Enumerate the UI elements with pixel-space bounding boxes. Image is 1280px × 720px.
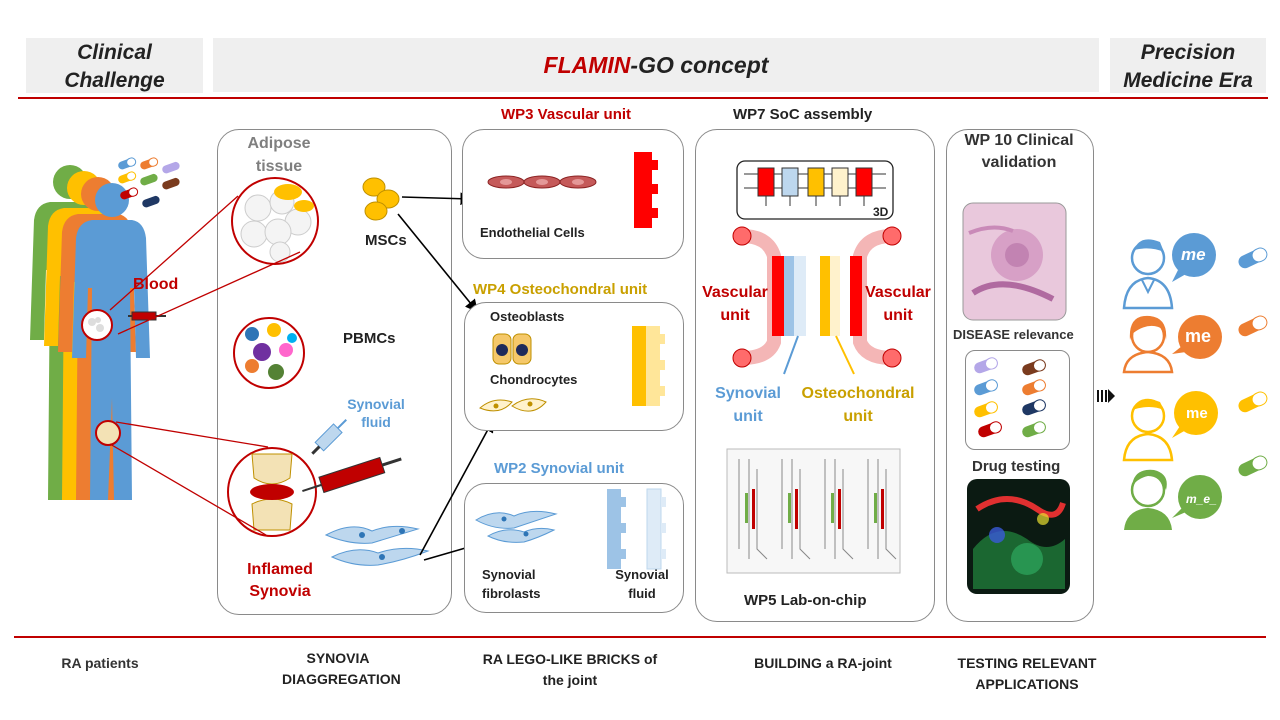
arrow-mscs-to-osteochondral [397,213,479,313]
wp10-title: WP 10 Clinical validation [964,132,1074,171]
3d-tag: 3D [873,205,889,219]
bubble-text-2: me [1185,326,1212,346]
synovial-fluid-brick-label: Synovial fluid [615,567,669,601]
patient-blue [1122,233,1216,310]
lab-on-chip-icon [726,448,901,574]
header-center-box: FLAMIN-GO concept [213,38,1099,92]
3d-chip-icon [736,160,894,220]
synovial-fibroblasts-label: Synovial fibrolasts [482,567,541,601]
histology-image [962,202,1067,321]
header-title-prefix: FLAMIN [543,52,631,78]
vascular-brick-icon [634,152,658,228]
silhouette-blue [72,183,150,500]
footer-ra-patients: RA patients [61,655,139,671]
knee-zoom-circle [95,420,121,446]
synovial-fibroblasts-icon [474,510,558,543]
fluorescence-image [967,479,1070,594]
patient-orange [1122,315,1222,374]
arrow-fibroblast-to-osteochondral [419,419,494,556]
vascular-unit-right-label: Vascular unit [865,284,931,324]
patient-green [1124,469,1222,530]
joint-chip-assembly-icon [732,226,902,375]
pills-icon [118,157,180,208]
synovial-unit-label: Synovial unit [715,385,781,425]
footer-building-joint: BUILDING a RA-joint [754,655,892,671]
osteochondral-unit-label: Osteochondral unit [801,385,915,425]
footer-synovia-diaggregation: SYNOVIA DIAGGREGATION [282,650,401,687]
wp2-title: WP2 Synovial unit [494,460,625,477]
mscs-cells-icon [362,177,400,221]
bubble-text-1: me [1181,245,1206,264]
header-left-box: Clinical Challenge [26,38,203,93]
endothelial-cells-label: Endothelial Cells [480,225,585,240]
forward-arrow-icon [1097,389,1115,403]
drug-pills-icon [974,357,1046,438]
adipose-cells-icon [231,177,319,265]
header-right-box: Precision Medicine Era [1110,38,1266,93]
blood-zoom-circle [81,309,113,341]
vascular-unit-left-label: Vascular unit [702,284,768,324]
header-precision-medicine: Precision Medicine Era [1123,41,1253,92]
osteoblasts-icon [492,333,532,365]
bubble-text-3: me [1186,405,1208,422]
fibroblast-cells-icon [324,525,430,566]
osteochondral-brick-icon [632,326,665,406]
synovial-brick-icon [607,488,666,570]
osteoblasts-label: Osteoblasts [490,309,565,324]
synovial-fluid-label: Synovial fluid [347,396,405,430]
drug-testing-label: Drug testing [972,458,1061,475]
pbmcs-label: PBMCs [343,330,396,347]
wp3-title: WP3 Vascular unit [501,106,632,123]
wp7-title: WP7 SoC assembly [733,106,873,123]
endothelial-cells-icon [487,175,597,189]
red-syringe-icon [302,456,402,494]
synovial-fluid-syringe-icon [311,419,347,455]
footer-lego-bricks: RA LEGO-LIKE BRICKS of the joint [482,651,658,688]
wp5-label: WP5 Lab-on-chip [744,592,867,609]
bubble-text-4: m_e_ [1186,492,1217,506]
personalized-patients-icon [1122,233,1222,530]
chondrocytes-label: Chondrocytes [490,372,578,387]
wp4-title: WP4 Osteochondral unit [473,281,648,298]
disease-relevance-label: DISEASE relevance [953,327,1074,342]
header-title-suffix: -GO concept [630,52,769,78]
chondrocytes-icon [479,398,547,412]
adipose-tissue-label: Adipose tissue [247,135,311,175]
precision-pills-icon [1238,247,1268,477]
inflamed-synovia-label: Inflamed Synovia [247,561,313,600]
top-divider [18,97,1268,99]
arrow-mscs-to-vascular [401,192,474,206]
mscs-label: MSCs [365,232,407,249]
footer-testing-applications: TESTING RELEVANT APPLICATIONS [957,655,1097,692]
patient-silhouettes [30,165,150,500]
patient-yellow [1122,391,1218,462]
bottom-divider [14,636,1266,638]
header-clinical-challenge: Clinical Challenge [64,41,165,92]
inflamed-joint-icon [227,447,317,537]
pbmcs-cells-icon [233,317,305,389]
